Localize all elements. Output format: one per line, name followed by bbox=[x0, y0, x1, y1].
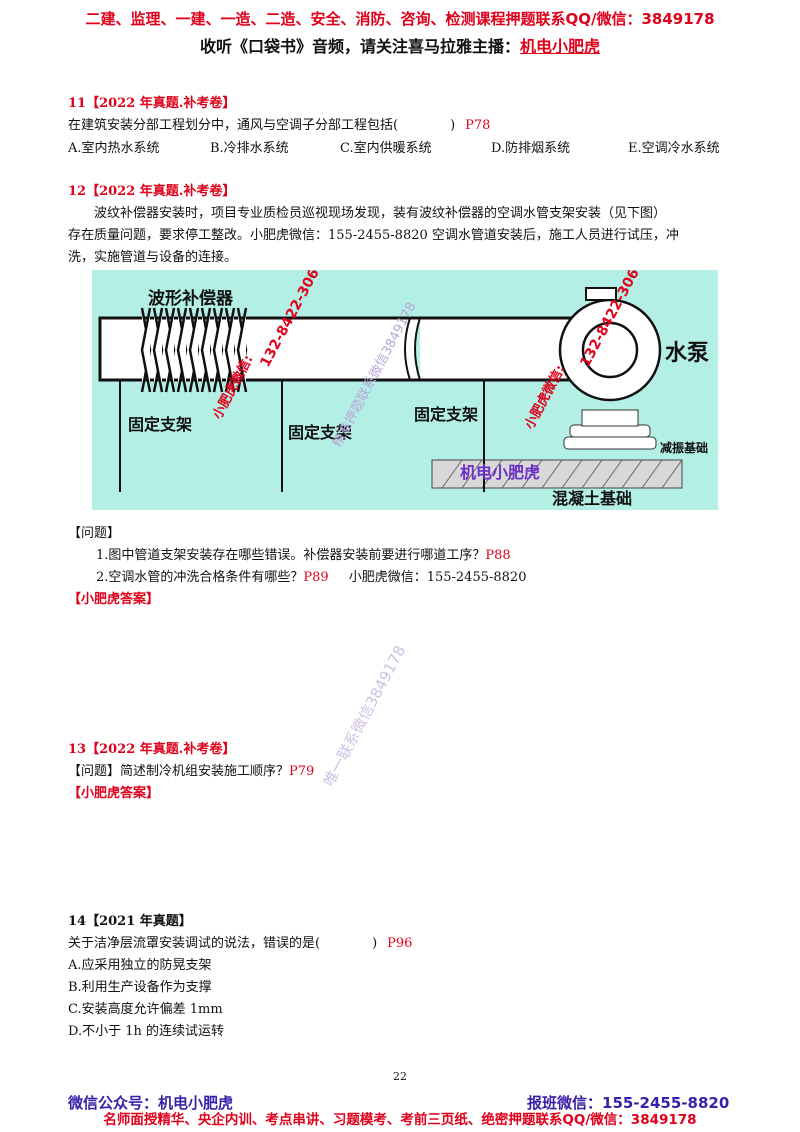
label-concrete-base: 混凝土基础 bbox=[552, 489, 632, 508]
q12-question-2-ref: P89 bbox=[303, 570, 329, 585]
damping-pad-top bbox=[569, 424, 651, 438]
damping-pad-bottom bbox=[563, 436, 657, 450]
q13-number: 13 bbox=[68, 742, 87, 757]
label-support-1: 固定支架 bbox=[128, 415, 192, 434]
q14-option-b: B.利用生产设备作为支撑 bbox=[68, 980, 212, 995]
q11-number: 11 bbox=[68, 96, 87, 111]
q12-question-1: 1.图中管道支架安装存在哪些错误。补偿器安装前要进行哪道工序？P88 bbox=[96, 544, 511, 563]
support-posts bbox=[119, 380, 485, 492]
q13-question: 【问题】简述制冷机组安装施工顺序？P79 bbox=[68, 760, 314, 779]
q11-option-a: A.室内热水系统 bbox=[68, 141, 160, 156]
q12-tag: 【2022 年真题.补考卷】 bbox=[86, 184, 236, 199]
q12-question-2: 2.空调水管的冲洗合格条件有哪些？P89 小肥虎微信：155-2455-8820 bbox=[96, 566, 526, 585]
q13-answer-heading: 【小肥虎答案】 bbox=[68, 786, 160, 801]
q12-heading: 12【2022 年真题.补考卷】 bbox=[68, 180, 235, 199]
label-bellows: 波形补偿器 bbox=[148, 288, 234, 309]
footer-promo-line: 名师面授精华、央企内训、考点串讲、习题模考、考前三页纸、绝密押题联系QQ/微信：… bbox=[103, 1112, 697, 1128]
diagram-brand-watermark: 机电小肥虎 bbox=[460, 463, 540, 482]
footer-signup-wechat: 报班微信：155-2455-8820 bbox=[527, 1094, 730, 1112]
q11-stem-text: 在建筑安装分部工程划分中，通风与空调子分部工程包括( bbox=[68, 118, 399, 133]
q12-question-1-ref: P88 bbox=[485, 548, 511, 563]
concrete-hatching bbox=[441, 459, 683, 489]
q11-ref: P78 bbox=[465, 118, 491, 133]
q12-question-1-text: 1.图中管道支架安装存在哪些错误。补偿器安装前要进行哪道工序？ bbox=[96, 548, 486, 563]
q14-heading: 14【2021 年真题】 bbox=[68, 910, 192, 929]
q11-option-e: E.空调冷水系统 bbox=[628, 141, 720, 156]
q12-question-2-contact: 小肥虎微信：155-2455-8820 bbox=[348, 570, 527, 585]
header-audio-text: 收听《口袋书》音频，请关注喜马拉雅主播： bbox=[199, 37, 520, 56]
q14-ref: P96 bbox=[387, 936, 413, 951]
q12-answer-heading: 【小肥虎答案】 bbox=[68, 592, 160, 607]
q14-number: 14 bbox=[68, 914, 87, 929]
q11-stem: 在建筑安装分部工程划分中，通风与空调子分部工程包括()P78 bbox=[68, 118, 491, 133]
q13-heading: 13【2022 年真题.补考卷】 bbox=[68, 738, 235, 757]
q12-para-line2: 存在质量问题，要求停工整改。小肥虎微信：155-2455-8820 空调水管道安… bbox=[68, 228, 679, 243]
pump-foot bbox=[581, 409, 639, 427]
header-audio-line: 收听《口袋书》音频，请关注喜马拉雅主播：机电小肥虎 bbox=[0, 33, 800, 57]
pump-outlet bbox=[585, 287, 617, 301]
q12-para-line1: 波纹补偿器安装时，项目专业质检员巡视现场发现，装有波纹补偿器的空调水管支架安装（… bbox=[94, 206, 667, 221]
pipe-break-left bbox=[404, 317, 411, 381]
q12-number: 12 bbox=[68, 184, 87, 199]
header-promo-line: 二建、监理、一建、一造、二造、安全、消防、咨询、检测课程押题联系QQ/微信：38… bbox=[85, 10, 715, 28]
q11-option-c: C.室内供暖系统 bbox=[340, 141, 432, 156]
q13-ref: P79 bbox=[289, 764, 315, 779]
bellows-compensator bbox=[140, 307, 248, 393]
label-support-3: 固定支架 bbox=[414, 405, 478, 424]
q14-option-c: C.安装高度允许偏差 1mm bbox=[68, 1002, 223, 1017]
q13-question-text: 【问题】简述制冷机组安装施工顺序？ bbox=[68, 764, 290, 779]
q11-option-b: B.冷排水系统 bbox=[210, 141, 289, 156]
label-damping-base: 减振基础 bbox=[660, 440, 708, 455]
q12-question-label: 【问题】 bbox=[68, 526, 121, 541]
page-number: 22 bbox=[393, 1070, 407, 1083]
pipe-support-diagram: 波形补偿器 固定支架 固定支架 固定支架 水泵 减振基础 混凝土基础 机电小肥虎… bbox=[92, 270, 718, 510]
footer-wechat-account: 微信公众号：机电小肥虎 bbox=[68, 1094, 234, 1112]
pipe-break-right bbox=[414, 317, 421, 381]
q14-option-d: D.不小于 1h 的连续试运转 bbox=[68, 1024, 225, 1039]
q11-tag: 【2022 年真题.补考卷】 bbox=[86, 96, 236, 111]
concrete-base bbox=[431, 459, 683, 489]
pump-impeller bbox=[581, 321, 639, 379]
label-pump: 水泵 bbox=[665, 341, 709, 366]
q14-tag: 【2021 年真题】 bbox=[86, 914, 192, 929]
label-support-2: 固定支架 bbox=[288, 423, 352, 442]
page-watermark: 唯一联系微信3849178 bbox=[319, 642, 410, 790]
q14-option-a: A.应采用独立的防晃支架 bbox=[68, 958, 212, 973]
q14-stem-text: 关于洁净层流罩安装调试的说法，错误的是( bbox=[68, 936, 321, 951]
header-brand-link[interactable]: 机电小肥虎 bbox=[520, 37, 601, 56]
q12-para-line3: 洗，实施管道与设备的连接。 bbox=[68, 250, 238, 265]
q12-question-2-text: 2.空调水管的冲洗合格条件有哪些？ bbox=[96, 570, 304, 585]
q13-tag: 【2022 年真题.补考卷】 bbox=[86, 742, 236, 757]
q14-stem: 关于洁净层流罩安装调试的说法，错误的是()P96 bbox=[68, 936, 413, 951]
q11-heading: 11【2022 年真题.补考卷】 bbox=[68, 92, 235, 111]
q11-option-d: D.防排烟系统 bbox=[491, 141, 571, 156]
